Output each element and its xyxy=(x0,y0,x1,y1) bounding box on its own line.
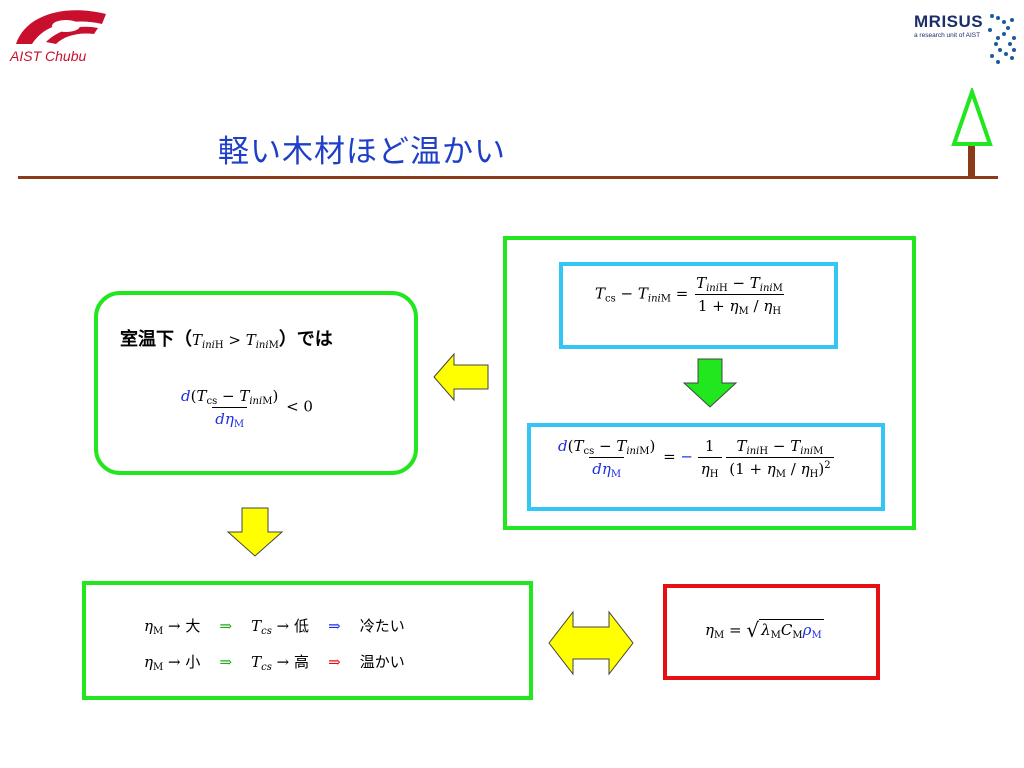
heading-prefix: 室温下（ xyxy=(120,329,192,350)
row1-rhs: 大 xyxy=(185,617,201,635)
derivative-inequality: d(Tcs − TiniM) dηM < 0 xyxy=(181,387,313,430)
equilibrium-formula-box: Tcs − TiniM = TiniH − TiniM 1 + ηM / ηH xyxy=(559,262,838,349)
row1-text: 冷たい xyxy=(359,617,405,635)
aist-chubu-logo: AIST Chubu xyxy=(6,4,116,66)
row1-result: 低 xyxy=(293,617,309,635)
condition-formula: TiniH > TiniM xyxy=(192,331,279,351)
aist-chubu-text: AIST Chubu xyxy=(10,48,87,64)
title-divider xyxy=(18,176,998,179)
mrisus-logo: MRISUS a research unit of AIST xyxy=(910,6,1020,66)
row2-text: 温かい xyxy=(359,653,405,671)
mrisus-sub-text: a research unit of AIST xyxy=(914,32,981,39)
conclusion-row-1: ηM → 大 ⇒ Tcs → 低 ⇒ 冷たい xyxy=(144,617,405,637)
derivative-formula-box: d(Tcs − TiniM) dηM = − 1 ηH TiniH − Tini… xyxy=(527,423,885,511)
page-title: 軽い木材ほど温かい xyxy=(218,134,506,170)
tree-icon xyxy=(951,88,993,178)
room-temp-heading: 室温下（TiniH > TiniM）では xyxy=(120,325,333,351)
arrow-left-yellow xyxy=(433,352,489,402)
effusivity-formula: ηM = √λMCMρM xyxy=(705,618,824,642)
double-arrow-yellow xyxy=(548,610,634,676)
arrow-down-yellow xyxy=(226,507,284,557)
mrisus-brand-text: MRISUS xyxy=(914,12,984,31)
conclusion-box: ηM → 大 ⇒ Tcs → 低 ⇒ 冷たい ηM → 小 ⇒ Tcs → 高 … xyxy=(82,581,533,700)
derivation-box xyxy=(503,236,916,530)
heading-suffix: ）では xyxy=(278,329,333,350)
row2-result: 高 xyxy=(293,653,309,671)
arrow-down-green xyxy=(682,358,738,408)
dna-helix-icon xyxy=(988,14,1016,64)
room-temperature-box: 室温下（TiniH > TiniM）では d(Tcs − TiniM) dηM … xyxy=(94,291,418,475)
conclusion-row-2: ηM → 小 ⇒ Tcs → 高 ⇒ 温かい xyxy=(144,653,405,673)
aist-swoosh-icon xyxy=(16,10,106,44)
row2-rhs: 小 xyxy=(185,653,201,671)
equilibrium-formula: Tcs − TiniM = TiniH − TiniM 1 + ηM / ηH xyxy=(595,274,785,317)
thermal-effusivity-box: ηM = √λMCMρM xyxy=(663,584,880,680)
derivative-formula: d(Tcs − TiniM) dηM = − 1 ηH TiniH − Tini… xyxy=(555,437,834,480)
